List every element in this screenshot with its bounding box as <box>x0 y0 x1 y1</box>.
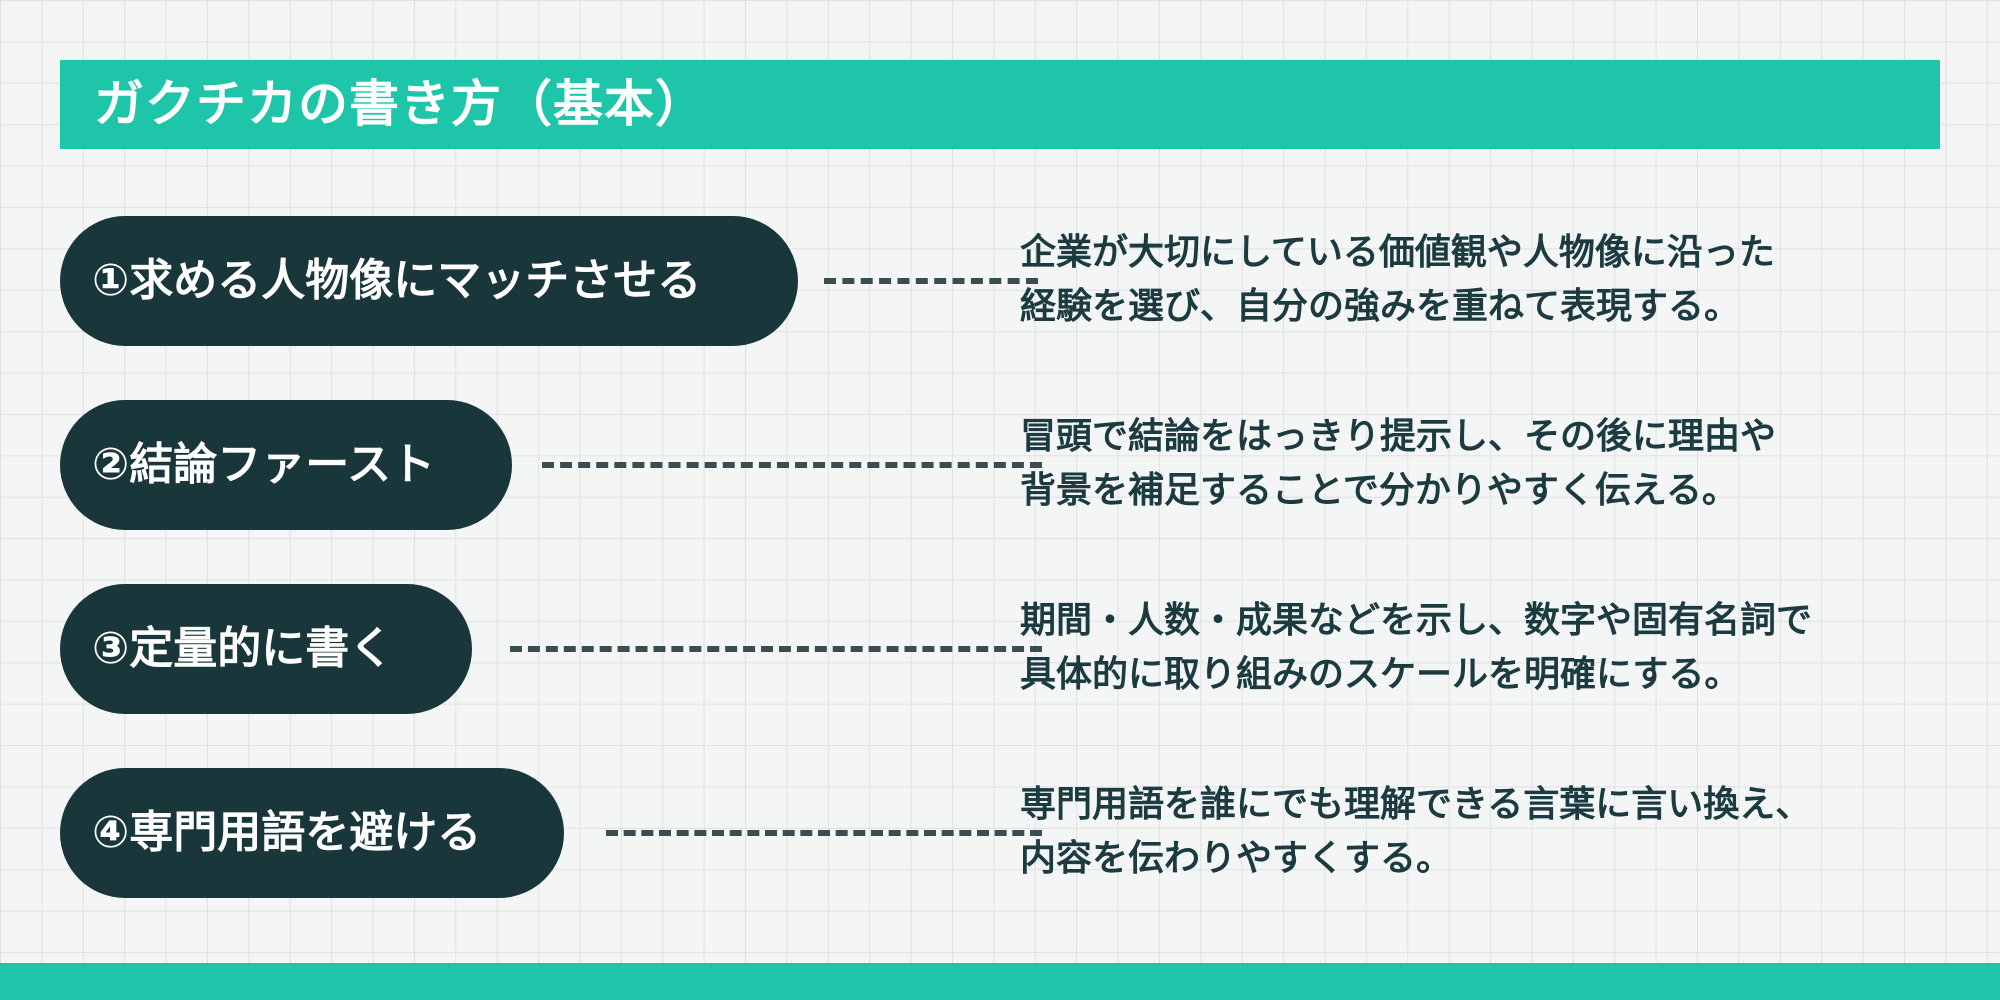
tip-label-pill: ③定量的に書く <box>60 584 472 714</box>
description-line: 経験を選び、自分の強みを重ねて表現する。 <box>1020 286 1741 327</box>
tip-row-3: ③定量的に書く 期間・人数・成果などを示し、数字や固有名詞で 具体的に取り組みの… <box>60 584 1940 714</box>
connector-dash <box>542 462 1042 468</box>
description-line: 具体的に取り組みのスケールを明確にする。 <box>1020 654 1741 695</box>
description-line: 背景を補足することで分かりやすく伝える。 <box>1020 470 1738 511</box>
tip-description: 専門用語を誰にでも理解できる言葉に言い換え、 内容を伝わりやすくする。 <box>1020 778 1940 886</box>
tip-description: 企業が大切にしている価値観や人物像に沿った 経験を選び、自分の強みを重ねて表現す… <box>1020 226 1940 334</box>
tip-label-pill: ②結論ファースト <box>60 400 512 530</box>
connector-dash <box>606 830 1042 836</box>
description-line: 専門用語を誰にでも理解できる言葉に言い換え、 <box>1020 784 1812 825</box>
title-bar: ガクチカの書き方（基本） <box>60 60 1940 149</box>
tip-label-pill: ①求める人物像にマッチさせる <box>60 216 798 346</box>
tip-row-2: ②結論ファースト 冒頭で結論をはっきり提示し、その後に理由や 背景を補足すること… <box>60 400 1940 530</box>
description-line: 冒頭で結論をはっきり提示し、その後に理由や <box>1020 416 1777 457</box>
tip-description: 期間・人数・成果などを示し、数字や固有名詞で 具体的に取り組みのスケールを明確に… <box>1020 594 1940 702</box>
tip-row-4: ④専門用語を避ける 専門用語を誰にでも理解できる言葉に言い換え、 内容を伝わりや… <box>60 768 1940 898</box>
tip-description: 冒頭で結論をはっきり提示し、その後に理由や 背景を補足することで分かりやすく伝え… <box>1020 410 1940 518</box>
tip-label-pill: ④専門用語を避ける <box>60 768 564 898</box>
page-title: ガクチカの書き方（基本） <box>94 75 706 133</box>
description-line: 期間・人数・成果などを示し、数字や固有名詞で <box>1020 600 1813 641</box>
description-line: 内容を伝わりやすくする。 <box>1020 838 1453 879</box>
connector-dash <box>510 646 1042 652</box>
description-line: 企業が大切にしている価値観や人物像に沿った <box>1020 232 1775 273</box>
connector-dash <box>824 278 1038 284</box>
tip-row-1: ①求める人物像にマッチさせる 企業が大切にしている価値観や人物像に沿った 経験を… <box>60 216 1940 346</box>
bottom-bar <box>0 963 2000 1000</box>
